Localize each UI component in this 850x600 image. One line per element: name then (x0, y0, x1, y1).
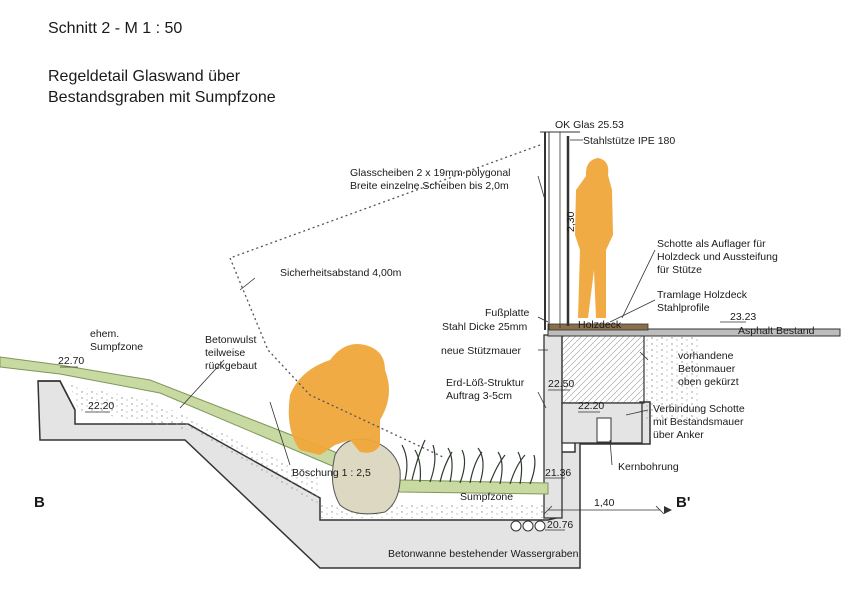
label-betonmauer-2: Betonmauer (678, 363, 736, 375)
label-fussplatte-1: Fußplatte (485, 307, 530, 319)
basin-left-rim (38, 380, 76, 411)
section-arrow (664, 506, 672, 514)
drawing-title: Schnitt 2 - M 1 : 50 (48, 20, 183, 37)
label-betonwulst-2: teilweise (205, 347, 245, 359)
label-boeschung: Böschung 1 : 2,5 (292, 467, 371, 479)
existing-concrete-wall (561, 334, 645, 404)
label-stahlstuetze: Stahlstütze IPE 180 (583, 135, 675, 147)
label-ok-glas: OK Glas 25.53 (555, 119, 624, 131)
label-stuetzmauer: neue Stützmauer (441, 345, 521, 357)
label-schotte-2: Holzdeck und Aussteifung (657, 251, 778, 263)
label-betonmauer-1: vorhandene (678, 350, 734, 362)
drain-pipe-2 (522, 520, 534, 532)
dimension-lines (60, 132, 746, 531)
existing-ground-right (644, 336, 700, 420)
grass-bank (0, 356, 549, 495)
subtitle-line-1: Regeldetail Glaswand über (48, 68, 241, 85)
label-tramlage-1: Tramlage Holzdeck (657, 289, 748, 301)
label-kernbohrung: Kernbohrung (618, 461, 679, 473)
human-figure (575, 158, 613, 318)
label-betonwulst-3: rückgebaut (205, 360, 257, 372)
safety-distance-line (229, 144, 541, 459)
label-glasscheiben-2: Breite einzelne Scheiben bis 2,0m (350, 180, 509, 192)
label-verbindung-2: mit Bestandsmauer (653, 416, 744, 428)
label-schotte-1: Schotte als Auflager für (657, 238, 766, 250)
dim-lvl-21-36: 21.36 (545, 467, 571, 479)
subtitle-line-2: Bestandsgraben mit Sumpfzone (48, 89, 276, 106)
label-verbindung-3: über Anker (653, 429, 704, 441)
dim-lvl-22-70: 22.70 (58, 355, 84, 367)
dim-lvl-23-23: 23.23 (730, 311, 756, 323)
label-sicherheitsabstand: Sicherheitsabstand 4,00m (280, 267, 402, 279)
leader-lines (179, 139, 656, 466)
dim-height-2-30: 2,30 (565, 211, 577, 232)
dim-lvl-22-20-right: 22.20 (578, 400, 604, 412)
section-mark-right: B' (676, 494, 690, 511)
reeds (401, 439, 536, 485)
dim-width-1-40: 1,40 (594, 497, 615, 509)
wooden-deck (547, 323, 649, 331)
label-holzdeck: Holzdeck (578, 319, 622, 331)
drain-pipe-3 (534, 520, 546, 532)
label-betonwulst-1: Betonwulst (205, 334, 256, 346)
asphalt-layer (547, 328, 841, 337)
gravel-fill (70, 385, 320, 505)
gorilla-figure (288, 344, 389, 455)
label-tramlage-2: Stahlprofile (657, 302, 710, 314)
label-verbindung-1: Verbindung Schotte (653, 403, 745, 415)
label-fussplatte-2: Stahl Dicke 25mm (442, 321, 527, 333)
dim-lvl-22-50: 22.50 (548, 378, 574, 390)
dim-lvl-22-20-left: 22.20 (88, 400, 114, 412)
label-betonmauer-3: oben gekürzt (678, 376, 739, 388)
label-schotte-3: für Stütze (657, 264, 702, 276)
label-erd-1: Erd-Löß-Struktur (446, 377, 525, 389)
dim-lvl-20-76: 20.76 (547, 519, 573, 531)
label-sumpfzone-old-2: Sumpfzone (90, 341, 143, 353)
label-asphalt: Asphalt Bestand (738, 325, 815, 337)
drain-pipe-1 (510, 520, 522, 532)
drawing-subtitle: Regeldetail Glaswand über Bestandsgraben… (48, 66, 348, 108)
label-sumpfzone-old-1: ehem. (90, 328, 119, 340)
section-mark-left: B (34, 494, 45, 511)
label-sumpfzone: Sumpfzone (460, 491, 513, 503)
core-drilling (596, 417, 612, 443)
label-glasscheiben-1: Glasscheiben 2 x 19mm polygonal (350, 167, 511, 179)
label-betonwanne: Betonwanne bestehender Wassergraben (388, 548, 579, 560)
label-erd-2: Auftrag 3-5cm (446, 390, 512, 402)
